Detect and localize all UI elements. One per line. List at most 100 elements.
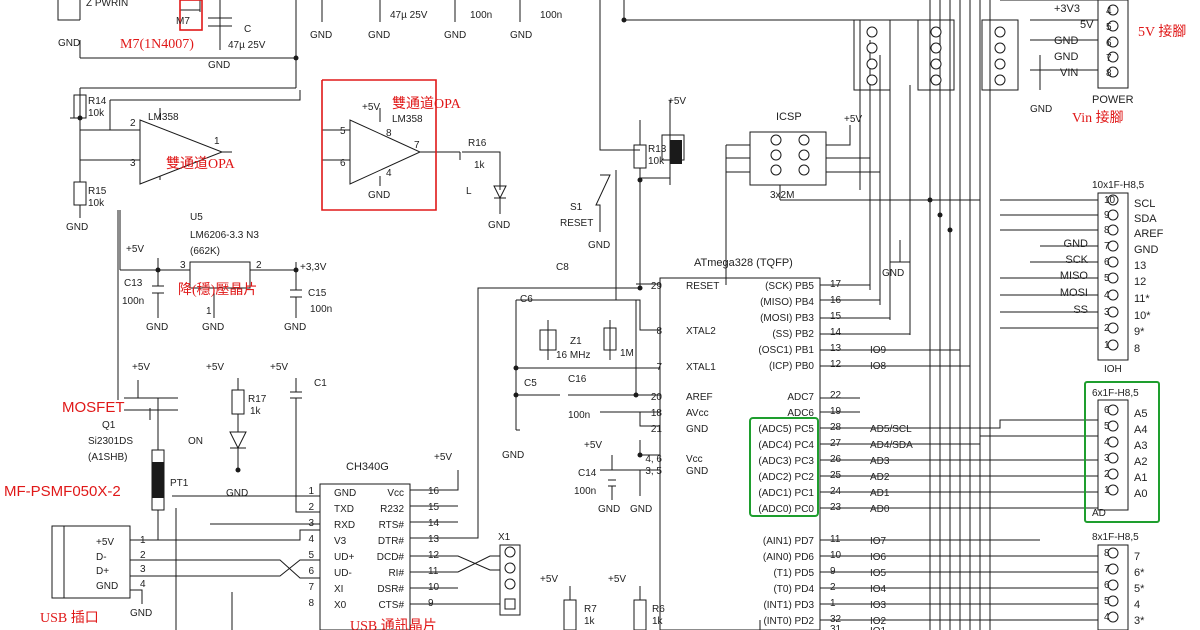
mcu-pin-number: 1: [830, 598, 836, 609]
gnd-label: GND: [488, 220, 510, 231]
usb-pin-name: D-: [96, 552, 107, 563]
gnd-label: GND: [130, 608, 152, 619]
mcu-pin-name: XTAL1: [686, 362, 716, 373]
mcu-pin-name: (ADC1) PC1: [758, 488, 814, 499]
ioh-pin-number: 6: [1104, 257, 1110, 268]
ad-header-highlight: [1084, 381, 1160, 523]
iol-title: 8x1F-H8,5: [1092, 532, 1139, 543]
mcu-pin-number: 25: [830, 470, 842, 481]
pin-circles: [504, 4, 1119, 623]
usb-pin-number: 2: [140, 550, 146, 561]
mcu-pin-number: 29: [651, 281, 663, 292]
ad-pin-number: 6: [1104, 405, 1110, 416]
u5-label: U5: [190, 212, 203, 223]
ad-signal: A2: [1134, 456, 1147, 468]
ad-signal: A0: [1134, 488, 1147, 500]
c-label: C: [244, 24, 251, 35]
chip-pin-name: R232: [380, 504, 404, 515]
mcu-pin-name: GND: [686, 466, 708, 477]
gnd-label: GND: [146, 322, 168, 333]
ad-pin-number: 5: [1104, 421, 1110, 432]
mcu-net-label: AD3: [870, 456, 890, 467]
c1-label: C1: [314, 378, 327, 389]
gnd-label: GND: [1030, 104, 1052, 115]
led-l-label: L: [466, 186, 472, 197]
chip-pin-name: DSR#: [377, 584, 404, 595]
junctions: [77, 17, 953, 473]
r13-bar: [670, 140, 682, 164]
mcu-net-label: IO8: [870, 361, 887, 372]
mcu-pin-number: 2: [830, 582, 836, 593]
mcu-pin-number: 18: [651, 408, 663, 419]
iol-pin-number: 7: [1104, 564, 1110, 575]
ioh-title: 10x1F-H8,5: [1092, 180, 1145, 191]
opamp1-pin2: 2: [130, 118, 136, 129]
c8-label: C8: [556, 262, 569, 273]
ioh-net-label: SS: [1073, 304, 1088, 316]
ioh-signal: GND: [1134, 244, 1159, 256]
mcu-pin-number: 3, 5: [645, 466, 662, 477]
mosfet-plus5: +5V: [132, 362, 150, 373]
mcu-pin-number: 12: [830, 359, 842, 370]
gnd-label: GND: [444, 30, 466, 41]
u5-part: LM6206-3.3 N3: [190, 230, 259, 241]
chip-pin-name: XI: [334, 584, 343, 595]
r13-label: R13: [648, 144, 667, 155]
ad-pin-number: 2: [1104, 469, 1110, 480]
reg-pin2: 2: [256, 260, 262, 271]
c15-label: C15: [308, 288, 327, 299]
ioh-pin-number: 3: [1104, 307, 1110, 318]
mcu-pin-number: 24: [830, 486, 842, 497]
chip-pin-name: UD-: [334, 568, 352, 579]
mcu-pin-number: 10: [830, 550, 842, 561]
adc-pins-highlight: [749, 417, 819, 517]
chip-pin-number: 15: [428, 502, 440, 513]
vin-annotation: Vin 接腳: [1072, 109, 1124, 126]
mcu-pin-number: 8: [656, 326, 662, 337]
chip-pin-number: 6: [308, 566, 314, 577]
c14-label: C14: [578, 468, 597, 479]
mcu-pin-name: (T0) PD4: [773, 584, 814, 595]
ioh-signal: 12: [1134, 276, 1146, 288]
mcu-name: ATmega328 (TQFP): [694, 257, 793, 269]
mcu-pin-name: Vcc: [686, 454, 703, 465]
r6-value: 1k: [652, 616, 664, 627]
pwr-pin: 8: [1106, 68, 1112, 79]
q1-label: Q1: [102, 420, 116, 431]
ad-signal: A3: [1134, 440, 1147, 452]
mcu-net-label: AD0: [870, 504, 890, 515]
usb-pin-name: GND: [96, 581, 118, 592]
mcu-pin-number: 9: [830, 566, 836, 577]
r14-label: R14: [88, 96, 107, 107]
mcu-net-label: AD2: [870, 472, 890, 483]
mcu-pin-name: (INT1) PD3: [763, 600, 814, 611]
iol-pin-number: 4: [1104, 612, 1110, 623]
chip-pin-number: 8: [308, 598, 314, 609]
r16-value: 1k: [474, 160, 486, 171]
gnd-label: GND: [588, 240, 610, 251]
iol-signal: 4: [1134, 599, 1140, 611]
mcu-pin-number: 23: [830, 502, 842, 513]
opamp2-pin4: 4: [386, 168, 392, 179]
gnd-label: GND: [310, 30, 332, 41]
ad-pin-number: 3: [1104, 453, 1110, 464]
gnd-label: GND: [882, 268, 904, 279]
pwr-pin: 5: [1106, 22, 1112, 33]
mcu-net-label: IO7: [870, 536, 887, 547]
x1-pin-square: [504, 598, 516, 610]
ad-pin-number: 1: [1104, 485, 1110, 496]
ioh-net-label: GND: [1064, 238, 1089, 250]
chip-pin-number: 13: [428, 534, 440, 545]
chip-pin-name: DTR#: [378, 536, 405, 547]
r15-value: 10k: [88, 198, 105, 209]
mcu-net-label: AD5/SCL: [870, 424, 912, 435]
ioh-net-label: SCK: [1065, 254, 1088, 266]
usb-pin-number: 1: [140, 535, 146, 546]
opamp1-name: LM358: [148, 112, 179, 123]
gnd-label: GND: [630, 504, 652, 515]
ioh-signal: 11*: [1134, 293, 1150, 305]
